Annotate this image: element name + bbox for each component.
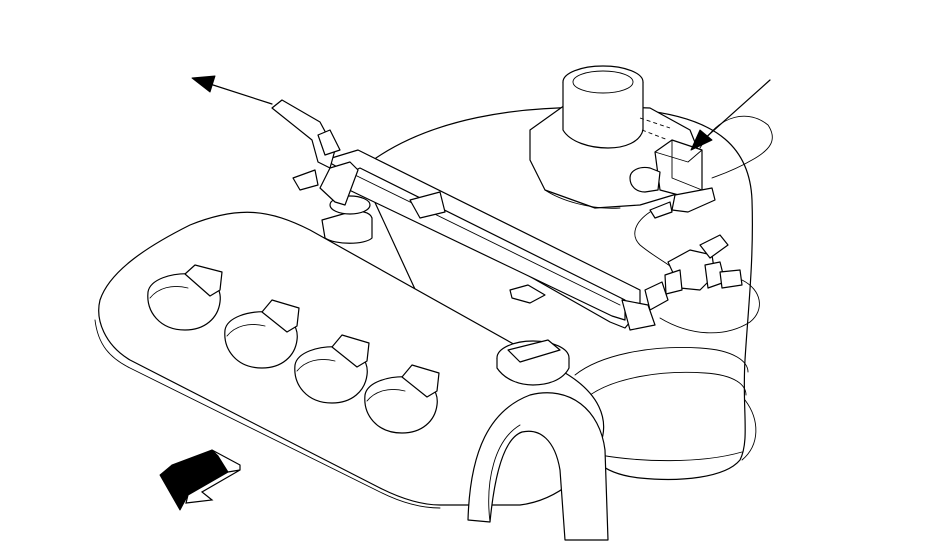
callout-arrowhead [690,129,713,151]
vacuum-check-valve [621,234,743,331]
vacuum-lines [634,115,773,334]
callout-leader [690,79,771,151]
front-direction-arrow [159,449,241,511]
oil-filler-cap [496,339,570,386]
belt-cover [467,392,609,541]
coil-cap-2 [224,299,300,369]
coil-caps [147,264,440,434]
hose-direction-arrow [191,75,216,93]
breather-hose [191,75,341,169]
coil-cap-1 [147,264,223,331]
purge-control-valve [629,139,716,219]
fuel-rail-assembly [292,149,641,329]
coil-cap-3 [294,334,370,404]
coil-cap-4 [364,364,440,434]
